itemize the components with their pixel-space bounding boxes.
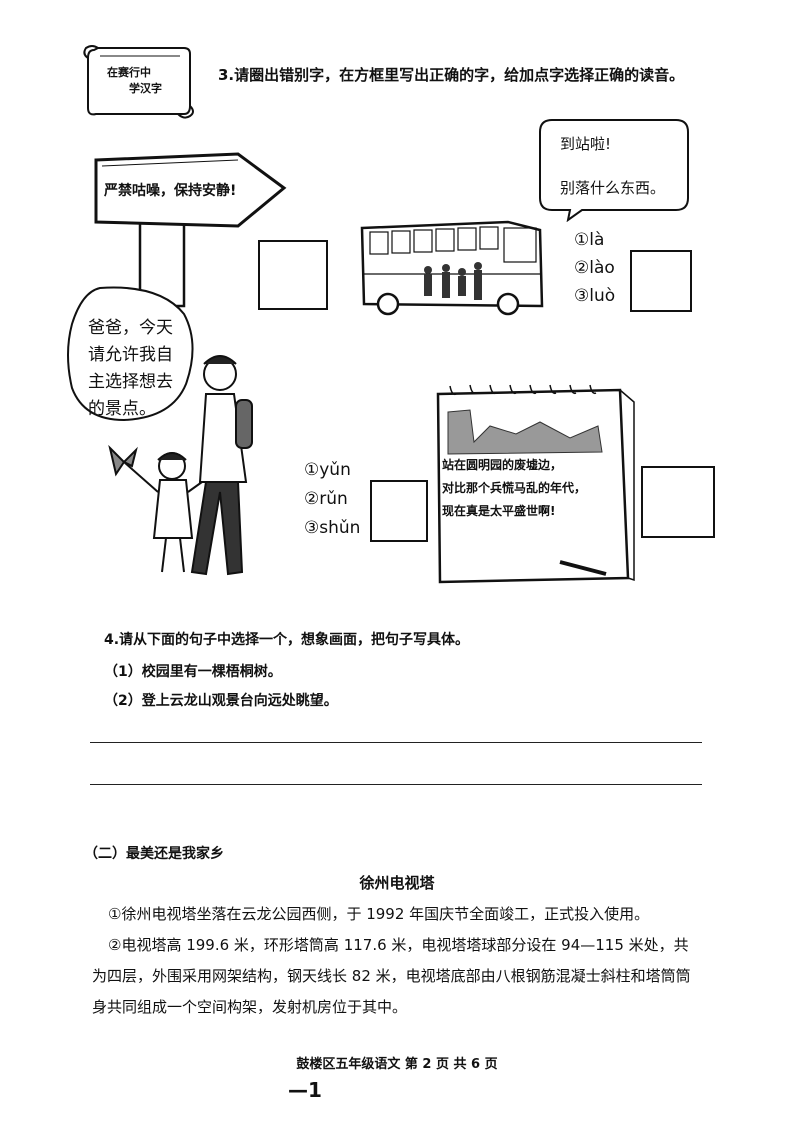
page-footer: 鼓楼区五年级语文 第 2 页 共 6 页 bbox=[296, 1057, 498, 1072]
section-2-heading: （二）最美还是我家乡 bbox=[84, 846, 224, 862]
sign-text: 严禁咕噪，保持安静! bbox=[104, 183, 237, 199]
answer-box-2[interactable] bbox=[630, 250, 692, 312]
question-4-item-2: （2）登上云龙山观景台向远处眺望。 bbox=[104, 693, 338, 709]
scroll-text-line1: 在赛行中 bbox=[107, 66, 151, 79]
pad-option-2[interactable]: ②rǔn bbox=[304, 489, 348, 509]
bus-option-3[interactable]: ③luò bbox=[574, 286, 616, 306]
sketchpad-illustration bbox=[436, 384, 635, 584]
answer-box-4[interactable] bbox=[641, 466, 715, 538]
pad-text-line3: 现在真是太平盛世啊! bbox=[442, 504, 556, 518]
speech-bubble-bus bbox=[539, 119, 689, 222]
paragraph-2-line1: ②电视塔高 199.6 米，环形塔筒高 117.6 米，电视塔塔球部分设在 94… bbox=[108, 936, 689, 954]
article-title: 徐州电视塔 bbox=[359, 874, 435, 892]
pad-text-line1: 站在圆明园的废墟边， bbox=[442, 458, 563, 472]
scroll-text-line2: 学汉字 bbox=[129, 82, 162, 95]
bus-option-2[interactable]: ②lào bbox=[574, 258, 615, 278]
bus-bubble-line1: 到站啦! bbox=[560, 135, 612, 153]
pad-option-3[interactable]: ③shǔn bbox=[304, 518, 361, 538]
pad-text-line2: 对比那个兵慌马乱的年代， bbox=[442, 481, 587, 495]
page-mark: —1 bbox=[288, 1078, 322, 1102]
bus-illustration bbox=[360, 220, 544, 316]
paragraph-2-line2: 为四层，外围采用网架结构，钢天线长 82 米，电视塔底部由八根钢筋混凝士斜柱和塔… bbox=[92, 967, 691, 985]
kid-bubble-line4: 的景点。 bbox=[88, 399, 156, 419]
paragraph-2-line3: 身共同组成一个空间构架，发射机房位于其中。 bbox=[92, 998, 408, 1016]
bus-option-1[interactable]: ①là bbox=[574, 230, 605, 250]
question-4-item-1: （1）校园里有一棵梧桐树。 bbox=[104, 664, 282, 680]
answer-line-1[interactable] bbox=[90, 742, 702, 743]
signpost-illustration bbox=[94, 152, 287, 308]
kid-bubble-line3: 主选择想去 bbox=[88, 372, 173, 392]
father-daughter-illustration bbox=[108, 355, 253, 576]
answer-box-1[interactable] bbox=[258, 240, 328, 310]
question-3-instruction: 3.请圈出错别字，在方框里写出正确的字，给加点字选择正确的读音。 bbox=[218, 66, 685, 84]
paragraph-1: ①徐州电视塔坐落在云龙公园西侧，于 1992 年国庆节全面竣工，正式投入使用。 bbox=[108, 905, 650, 923]
kid-bubble-line1: 爸爸，今天 bbox=[88, 318, 173, 338]
kid-bubble-line2: 请允许我自 bbox=[88, 345, 173, 365]
answer-box-3[interactable] bbox=[370, 480, 428, 542]
speech-bubble-kid bbox=[67, 286, 194, 422]
bus-bubble-line2: 别落什么东西。 bbox=[560, 179, 666, 197]
pad-option-1[interactable]: ①yǔn bbox=[304, 460, 351, 480]
answer-line-2[interactable] bbox=[90, 784, 702, 785]
question-4-instruction: 4.请从下面的句子中选择一个，想象画面，把句子写具体。 bbox=[104, 632, 470, 648]
scroll-illustration bbox=[83, 45, 194, 119]
